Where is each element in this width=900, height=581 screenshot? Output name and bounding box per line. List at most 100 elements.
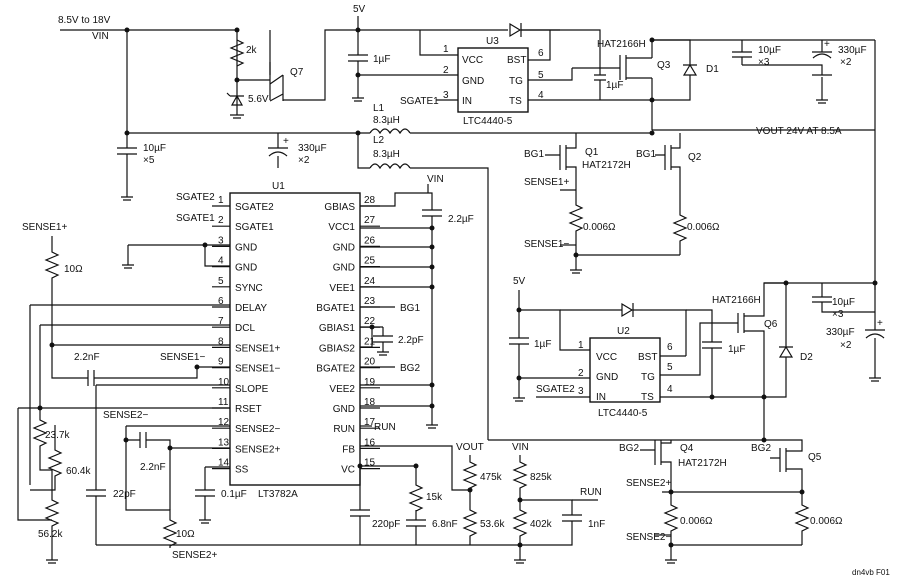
q5-label: Q5	[808, 452, 822, 463]
u1-right-pin-number: 22	[364, 316, 376, 327]
u1-right-pin-number: 28	[364, 195, 376, 206]
bg1-b-label: BG1	[636, 149, 656, 160]
u2-ic	[589, 337, 661, 403]
run2-label: RUN	[580, 487, 602, 498]
c-6n8-label: 6.8nF	[432, 519, 458, 530]
u1-left-pin-name: SGATE1	[235, 222, 274, 233]
sgate2-label: SGATE2	[176, 192, 215, 203]
u3-in: IN	[462, 96, 472, 107]
r-006-b-label: 0.006Ω	[687, 222, 720, 233]
r-2k-label: 2k	[246, 45, 258, 56]
u1-left-pin-name: RSET	[235, 404, 262, 415]
c-1uf-c-label: 1µF	[534, 339, 551, 350]
vout-label: VOUT 24V AT 8.5A	[756, 126, 842, 137]
q3-label: Q3	[657, 60, 671, 71]
u2-vcc: VCC	[596, 352, 617, 363]
u1-left-pin-name: SENSE1−	[235, 364, 280, 375]
u1-right-pin-name: VEE2	[329, 384, 355, 395]
u1-right-pin-name: BGATE2	[316, 364, 355, 375]
u1-right-pin-name: VEE1	[329, 283, 355, 294]
u1-left-pin-name: SYNC	[235, 283, 263, 294]
u3-part: LTC4440-5	[463, 116, 513, 127]
u1-left-pin-name: SENSE1+	[235, 343, 280, 354]
vin2-label: VIN	[427, 174, 444, 185]
u2-bst: BST	[638, 352, 657, 363]
bg1-a-label: BG1	[524, 149, 544, 160]
u1-right-pin-name: RUN	[333, 424, 355, 435]
sense1m-a-label: SENSE1−	[524, 239, 569, 250]
sense2m-a-label: SENSE2−	[626, 532, 671, 543]
c-10uf-x5-label: 10µF	[143, 143, 166, 154]
u1-right-pin-name: GND	[333, 404, 355, 415]
u3-bst: BST	[507, 55, 526, 66]
zener-5v6-label: 5.6V	[248, 94, 269, 105]
u1-right-pin-name: VCC1	[328, 222, 355, 233]
c-2u2-label: 2.2µF	[448, 214, 474, 225]
plus-a: +	[283, 136, 289, 147]
sgate2-u2-label: SGATE2	[536, 384, 575, 395]
u1-left-pin-name: SENSE2+	[235, 444, 280, 455]
l1-value-label: 8.3µH	[373, 115, 400, 126]
bg2-net-label: BG2	[400, 363, 420, 374]
c-2p2-label: 2.2pF	[398, 335, 424, 346]
u1-right-pin-number: 24	[364, 276, 376, 287]
sense2p-label: SENSE2+	[172, 550, 217, 561]
plus-b: +	[824, 39, 830, 50]
r-23k7-label: 23.7k	[45, 430, 70, 441]
q2-label: Q2	[688, 152, 702, 163]
q6-part-label: HAT2166H	[712, 295, 761, 306]
c-2n2-a-label: 2.2nF	[74, 352, 100, 363]
q4-part-label: HAT2172H	[678, 458, 727, 469]
u1-right-pin-name: GBIAS	[324, 202, 355, 213]
vin3-label: VIN	[512, 442, 529, 453]
q1-part-label: HAT2172H	[582, 160, 631, 171]
u1-left-pin-name: DELAY	[235, 303, 267, 314]
u2-pin1: 1	[578, 340, 584, 351]
u1-right-pin-number: 18	[364, 397, 376, 408]
bg2-b-label: BG2	[751, 443, 771, 454]
u2-pin3: 3	[578, 386, 584, 397]
u3-pin3: 3	[443, 90, 449, 101]
u1-left-pin-number: 3	[218, 235, 224, 246]
u3-ts: TS	[509, 96, 522, 107]
u2-pin2: 2	[578, 368, 584, 379]
u1-right-pin-number: 16	[364, 437, 376, 448]
u1-right-pin-number: 21	[364, 336, 376, 347]
c-330uf-a-label: 330µF	[298, 143, 327, 154]
5v-label: 5V	[353, 4, 366, 15]
q1-label: Q1	[585, 147, 599, 158]
sgate1-u3-label: SGATE1	[400, 96, 439, 107]
u1-right-pin-number: 20	[364, 357, 376, 368]
u1-right-pin-name: FB	[342, 444, 355, 455]
r-60k4-label: 60.4k	[66, 466, 91, 477]
u1-left-pin-number: 9	[218, 357, 224, 368]
u2-pin6: 6	[667, 342, 673, 353]
u1-right-pin-number: 15	[364, 458, 376, 469]
vin-label: VIN	[92, 31, 109, 42]
u1-left-pin-number: 5	[218, 276, 224, 287]
u3-gnd: GND	[462, 76, 484, 87]
u1-left-pin-number: 4	[218, 256, 224, 267]
d2-label: D2	[800, 352, 813, 363]
u1-left-pin-name: SLOPE	[235, 384, 269, 395]
c-1uf-a-label: 1µF	[373, 54, 390, 65]
c-10uf-x3-b-label: 10µF	[832, 297, 855, 308]
sense1m-label: SENSE1−	[160, 352, 205, 363]
u1-right-pin-number: 19	[364, 377, 376, 388]
u1-left-pin-number: 10	[218, 377, 230, 388]
bg1-net-label: BG1	[400, 303, 420, 314]
plus-c: +	[877, 318, 883, 329]
u1-right-pin-number: 27	[364, 215, 376, 226]
q7-label: Q7	[290, 67, 304, 78]
u1-ic	[229, 192, 361, 486]
x5-label: ×5	[143, 155, 155, 166]
c-10uf-x3-a-label: 10µF	[758, 45, 781, 56]
u1-left-pin-number: 1	[218, 195, 224, 206]
u2-tg: TG	[641, 372, 655, 383]
r-10-b-label: 10Ω	[176, 529, 195, 540]
u2-pin5: 5	[667, 362, 673, 373]
u3-vcc: VCC	[462, 55, 483, 66]
x2-a-label: ×2	[298, 155, 310, 166]
u3-name: U3	[486, 36, 499, 47]
u1-left-pin-number: 12	[218, 417, 230, 428]
